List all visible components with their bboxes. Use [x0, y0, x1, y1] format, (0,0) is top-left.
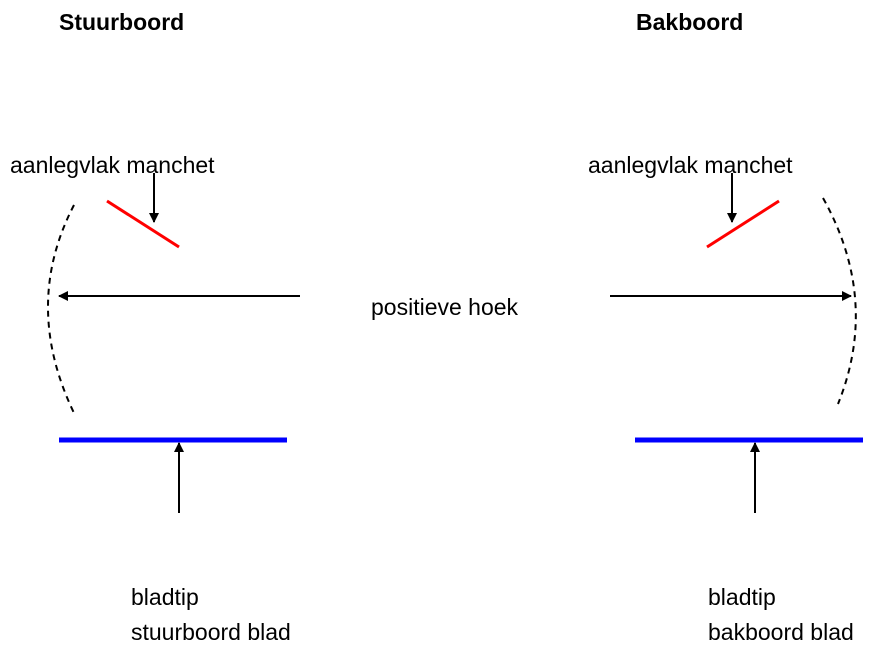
port-surface-label: aanlegvlak manchet	[588, 152, 793, 178]
port-title: Bakboord	[636, 9, 744, 35]
starboard-angle-arc	[47, 204, 75, 414]
port-tip-label-line1: bladtip	[708, 584, 776, 610]
positive-angle-label: positieve hoek	[371, 294, 519, 320]
starboard-tip-label-line1: bladtip	[131, 584, 199, 610]
port-angle-arc	[822, 197, 857, 405]
port-surface-line	[706, 199, 780, 249]
starboard-surface-label: aanlegvlak manchet	[10, 152, 215, 178]
starboard-tip-label-line2: stuurboord blad	[131, 619, 291, 645]
starboard-title: Stuurboord	[59, 9, 185, 35]
starboard-surface-line	[106, 199, 180, 249]
port-tip-label-line2: bakboord blad	[708, 619, 854, 645]
